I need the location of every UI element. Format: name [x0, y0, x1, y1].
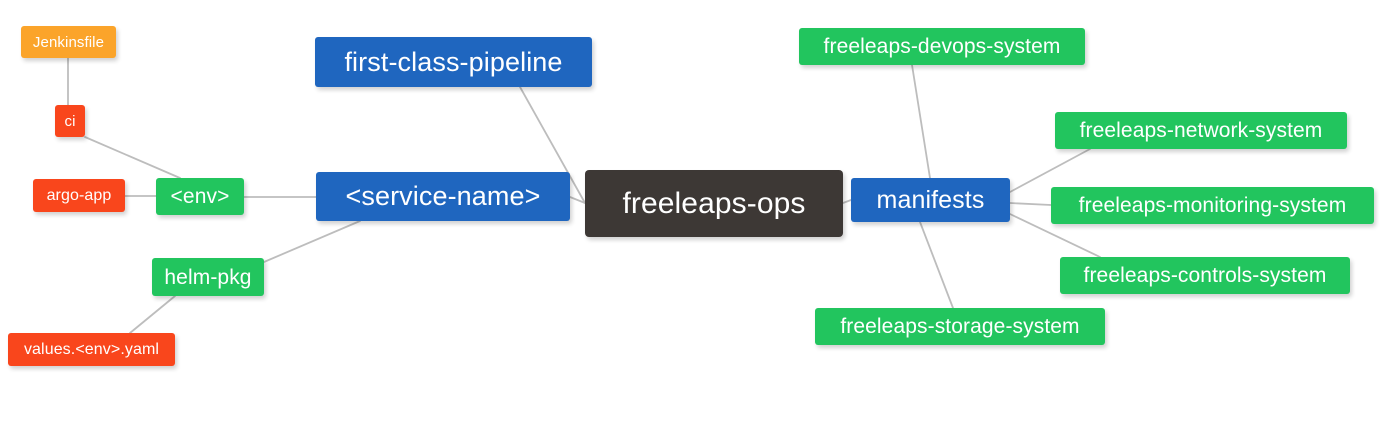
node-label: freeleaps-devops-system — [823, 35, 1061, 58]
node-first-class-pipeline[interactable]: first-class-pipeline — [315, 37, 592, 87]
edge-helm-pkg-to-values-yaml — [129, 295, 176, 334]
node-label: helm-pkg — [164, 265, 252, 289]
node-network-system[interactable]: freeleaps-network-system — [1055, 112, 1347, 149]
edge-manifests-to-storage-system — [919, 221, 954, 309]
edge-root-to-manifests — [842, 199, 852, 204]
node-label: values.<env>.yaml — [23, 340, 160, 358]
node-label: <service-name> — [345, 181, 541, 211]
node-devops-system[interactable]: freeleaps-devops-system — [799, 28, 1085, 65]
node-ci[interactable]: ci — [55, 105, 85, 137]
node-label: freeleaps-storage-system — [840, 315, 1080, 338]
node-label: freeleaps-ops — [622, 186, 806, 220]
node-jenkinsfile[interactable]: Jenkinsfile — [21, 26, 116, 58]
node-label: freeleaps-network-system — [1079, 119, 1323, 142]
edge-env-to-ci — [84, 136, 181, 179]
edge-service-name-to-helm-pkg — [263, 220, 361, 263]
node-values-yaml[interactable]: values.<env>.yaml — [8, 333, 175, 366]
edge-manifests-to-monitoring-system — [1009, 202, 1052, 206]
node-label: freeleaps-controls-system — [1083, 264, 1327, 287]
node-service-name[interactable]: <service-name> — [316, 172, 570, 221]
node-controls-system[interactable]: freeleaps-controls-system — [1060, 257, 1350, 294]
node-label: Jenkinsfile — [32, 33, 105, 51]
edge-root-to-service-name — [569, 196, 586, 204]
node-root[interactable]: freeleaps-ops — [585, 170, 843, 237]
node-label: argo-app — [46, 186, 112, 204]
node-label: ci — [64, 112, 76, 130]
edge-manifests-to-network-system — [1009, 148, 1091, 193]
node-manifests[interactable]: manifests — [851, 178, 1010, 222]
node-storage-system[interactable]: freeleaps-storage-system — [815, 308, 1105, 345]
edge-manifests-to-devops-system — [911, 64, 931, 179]
node-label: freeleaps-monitoring-system — [1078, 194, 1347, 217]
node-argo-app[interactable]: argo-app — [33, 179, 125, 212]
node-helm-pkg[interactable]: helm-pkg — [152, 258, 264, 296]
node-env[interactable]: <env> — [156, 178, 244, 215]
node-monitoring-system[interactable]: freeleaps-monitoring-system — [1051, 187, 1374, 224]
node-label: first-class-pipeline — [344, 46, 563, 77]
node-label: manifests — [876, 185, 985, 214]
node-label: <env> — [170, 185, 230, 208]
